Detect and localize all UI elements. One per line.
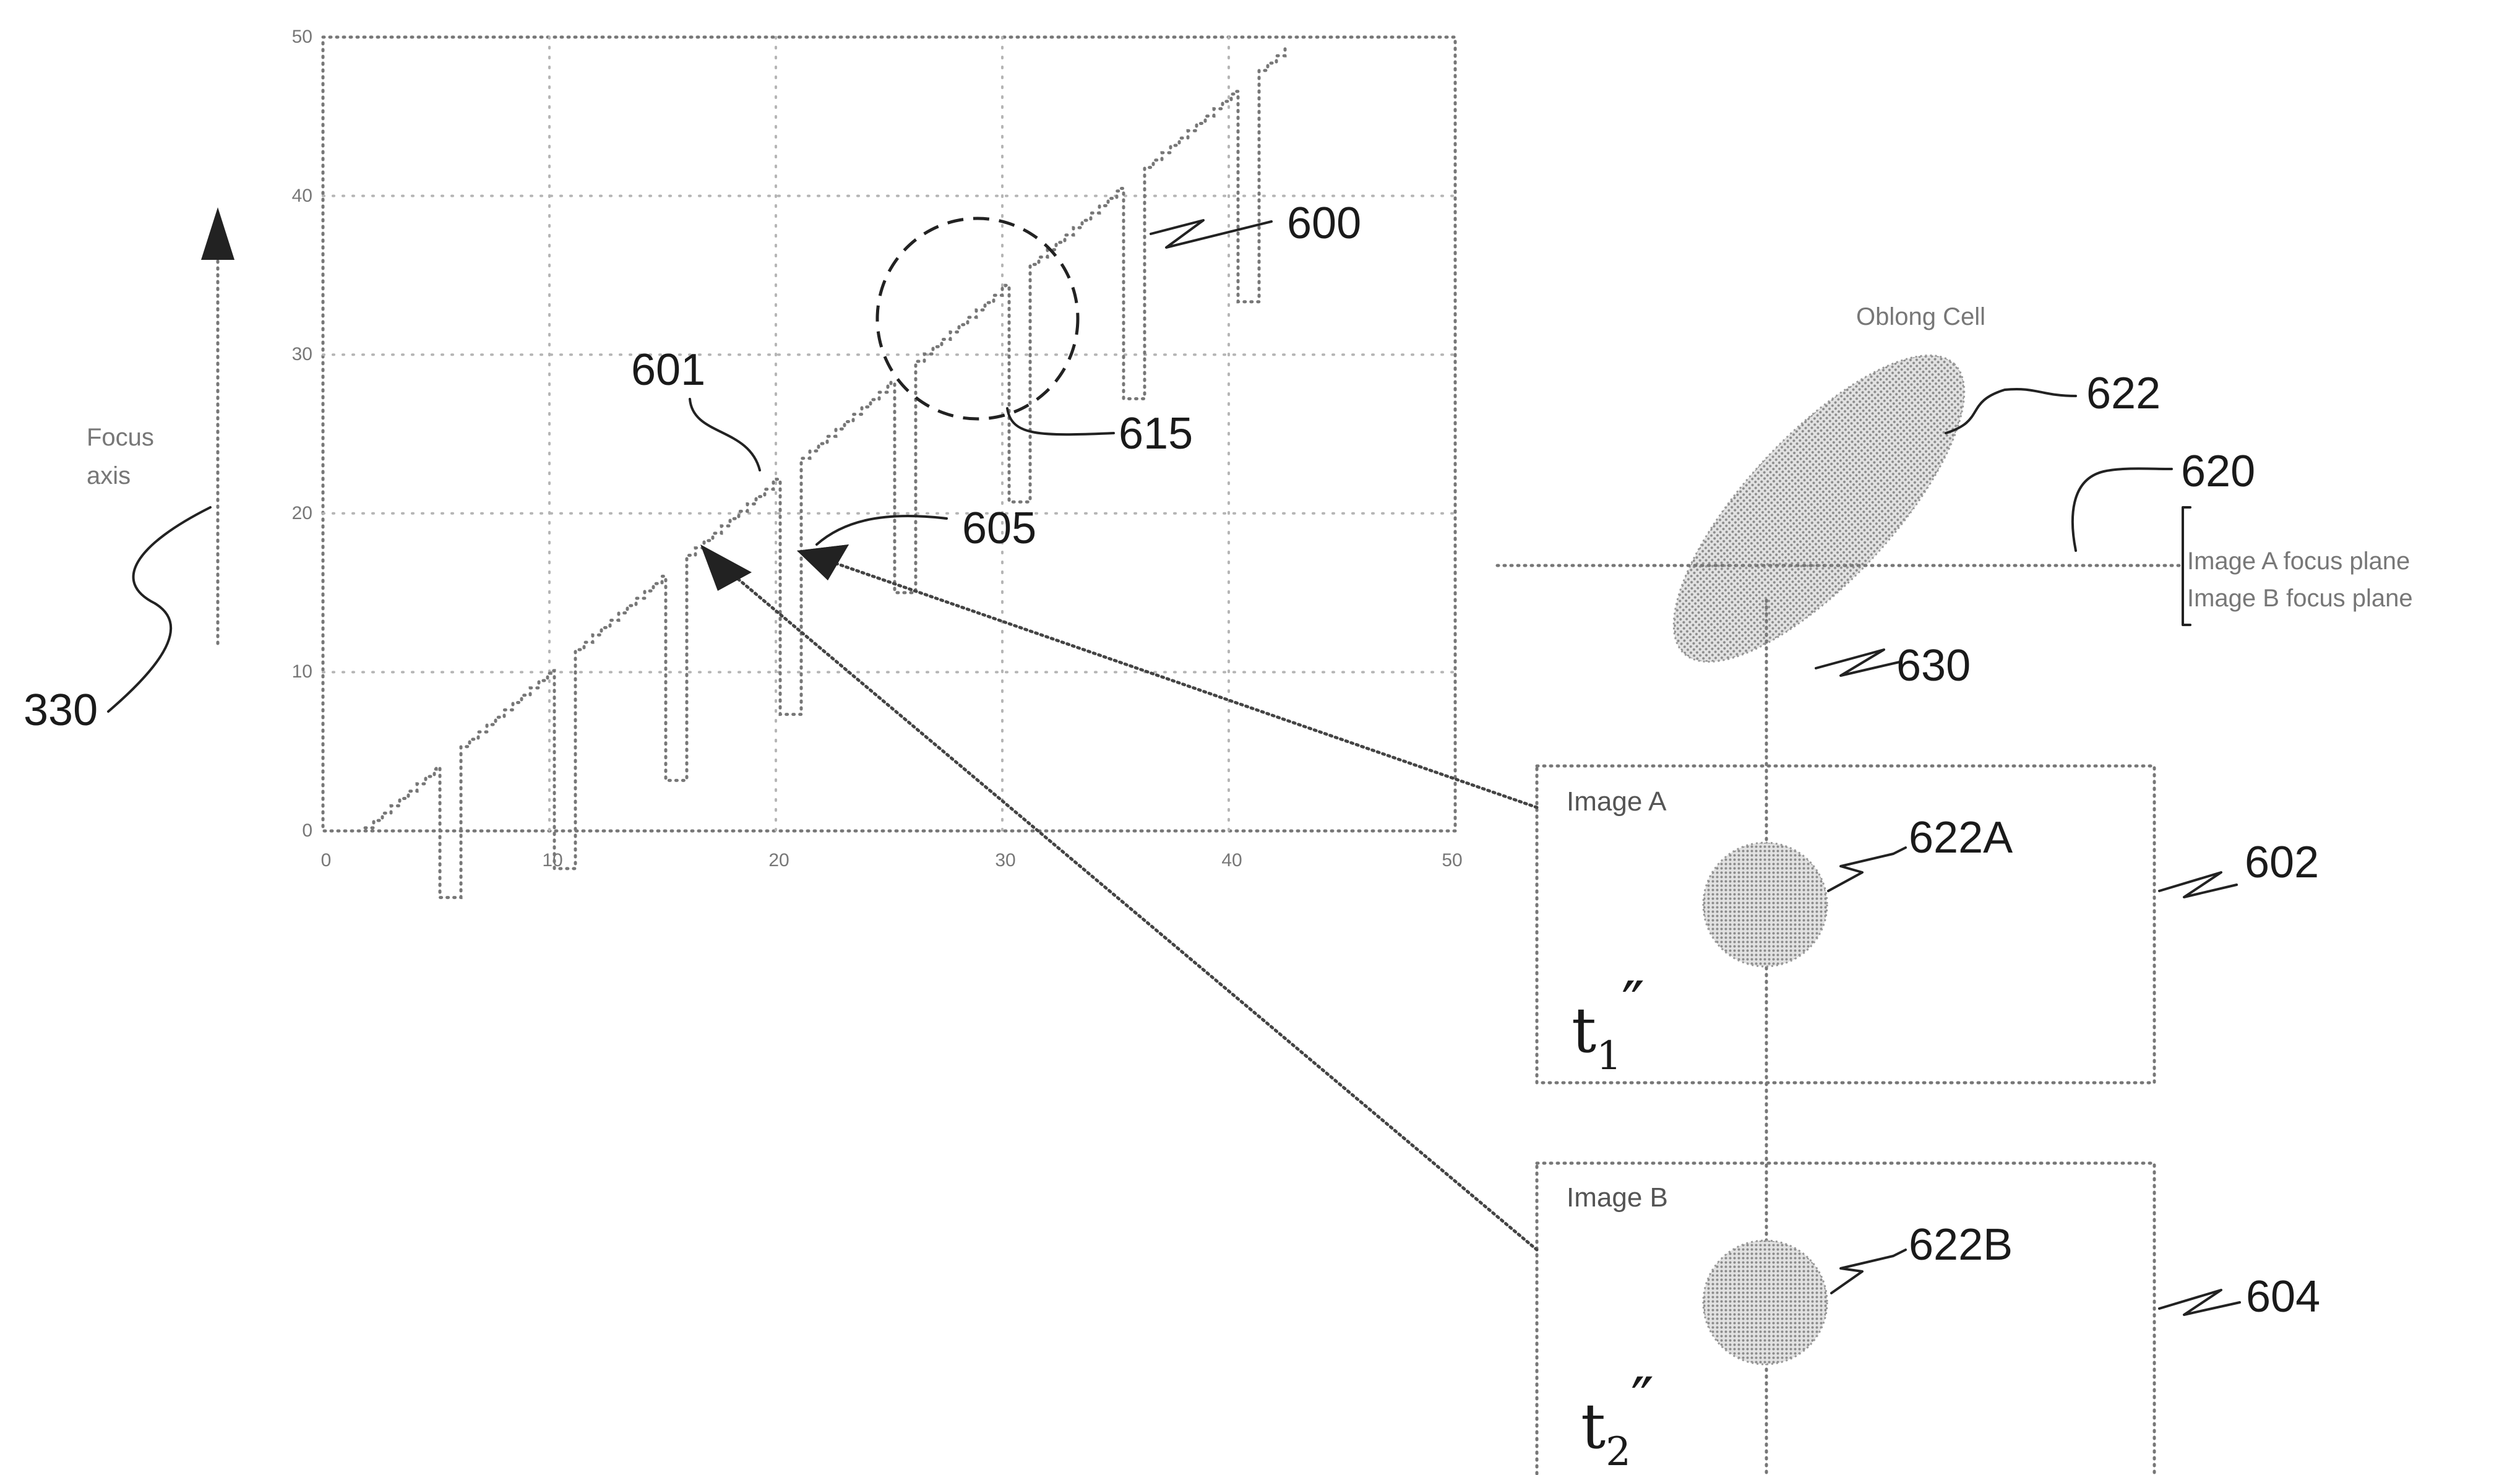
leader-602 <box>2158 871 2238 898</box>
ref-602: 602 <box>2245 838 2319 887</box>
x-tick-labels: 0 10 20 30 40 50 <box>321 850 1463 871</box>
focus-plane-b-label: Image B focus plane <box>2187 585 2413 612</box>
y-tick-label: 10 <box>292 661 312 682</box>
ref-620: 620 <box>2181 447 2255 496</box>
image-a-label: Image A <box>1567 786 1667 817</box>
x-tick-label: 50 <box>1442 850 1462 871</box>
focus-axis-arrowhead-icon <box>201 207 234 260</box>
y-tick-label: 20 <box>292 503 312 523</box>
image-b-label: Image B <box>1567 1182 1668 1213</box>
ref-604: 604 <box>2246 1272 2320 1322</box>
ref-615: 615 <box>1119 409 1193 458</box>
plot-frame <box>321 35 1457 833</box>
arrow-image-a-to-plot <box>824 558 1539 809</box>
focus-trace-600 <box>363 46 1287 900</box>
oblong-cell-622 <box>1672 355 1966 663</box>
bracket-620 <box>2182 506 2191 626</box>
arrowhead-image-a-icon <box>797 544 849 580</box>
focus-axis: Focus axis 330 <box>24 207 234 735</box>
image-b-panel: Image B 622B 604 t2″ <box>1535 1161 2320 1475</box>
image-a-frame <box>1535 764 2156 1085</box>
x-tick-label: 20 <box>768 850 789 871</box>
ref-622: 622 <box>2086 369 2161 418</box>
ref-330: 330 <box>24 686 98 735</box>
dashed-circle-615 <box>875 217 1080 421</box>
x-tick-label: 30 <box>995 850 1015 871</box>
time-label-t1: t1″ <box>1572 968 1645 1079</box>
oblong-cell-group: Oblong Cell 622 620 Image A focus plane … <box>1495 303 2413 1475</box>
x-tick-label: 0 <box>321 850 332 871</box>
time-label-t2: t2″ <box>1581 1364 1654 1475</box>
connector-arrows <box>700 544 1539 1252</box>
plot-gridlines <box>322 36 1456 832</box>
leader-630 <box>1815 648 1901 677</box>
focus-plot: 0 10 20 30 40 50 0 10 20 30 40 50 600 61… <box>292 27 1463 900</box>
y-tick-label: 0 <box>302 820 312 841</box>
cell-622b <box>1702 1239 1828 1365</box>
focus-axis-label-line1: Focus <box>87 424 154 451</box>
leader-605 <box>815 515 948 546</box>
leader-615 <box>1006 407 1115 436</box>
ref-622a: 622A <box>1909 813 2013 862</box>
image-a-panel: Image A 622A 602 t1″ <box>1535 764 2319 1085</box>
leader-330 <box>107 506 212 713</box>
y-tick-label: 30 <box>292 344 312 364</box>
arrowhead-image-b-icon <box>700 544 752 591</box>
ref-600: 600 <box>1287 199 1361 248</box>
leader-622a <box>1827 846 1907 892</box>
ref-630: 630 <box>1896 641 1971 690</box>
x-tick-label: 40 <box>1221 850 1242 871</box>
focus-axis-label-line2: axis <box>87 462 131 489</box>
focus-plane-a-label: Image A focus plane <box>2187 548 2410 575</box>
image-b-frame <box>1535 1161 2156 1475</box>
ref-605: 605 <box>962 504 1036 553</box>
ref-601: 601 <box>631 345 705 395</box>
y-tick-label: 50 <box>292 27 312 47</box>
leader-620 <box>2071 467 2173 552</box>
leader-622b <box>1830 1249 1907 1294</box>
leader-622 <box>1945 388 2077 434</box>
leader-604 <box>2158 1289 2241 1316</box>
oblong-cell-title: Oblong Cell <box>1856 303 1985 330</box>
arrow-image-b-to-plot <box>728 570 1539 1252</box>
cell-622a <box>1702 841 1828 968</box>
ref-622b: 622B <box>1909 1220 2013 1270</box>
y-tick-labels: 0 10 20 30 40 50 <box>292 27 312 841</box>
y-tick-label: 40 <box>292 186 312 206</box>
leader-601 <box>689 398 761 471</box>
leader-600 <box>1150 219 1273 249</box>
